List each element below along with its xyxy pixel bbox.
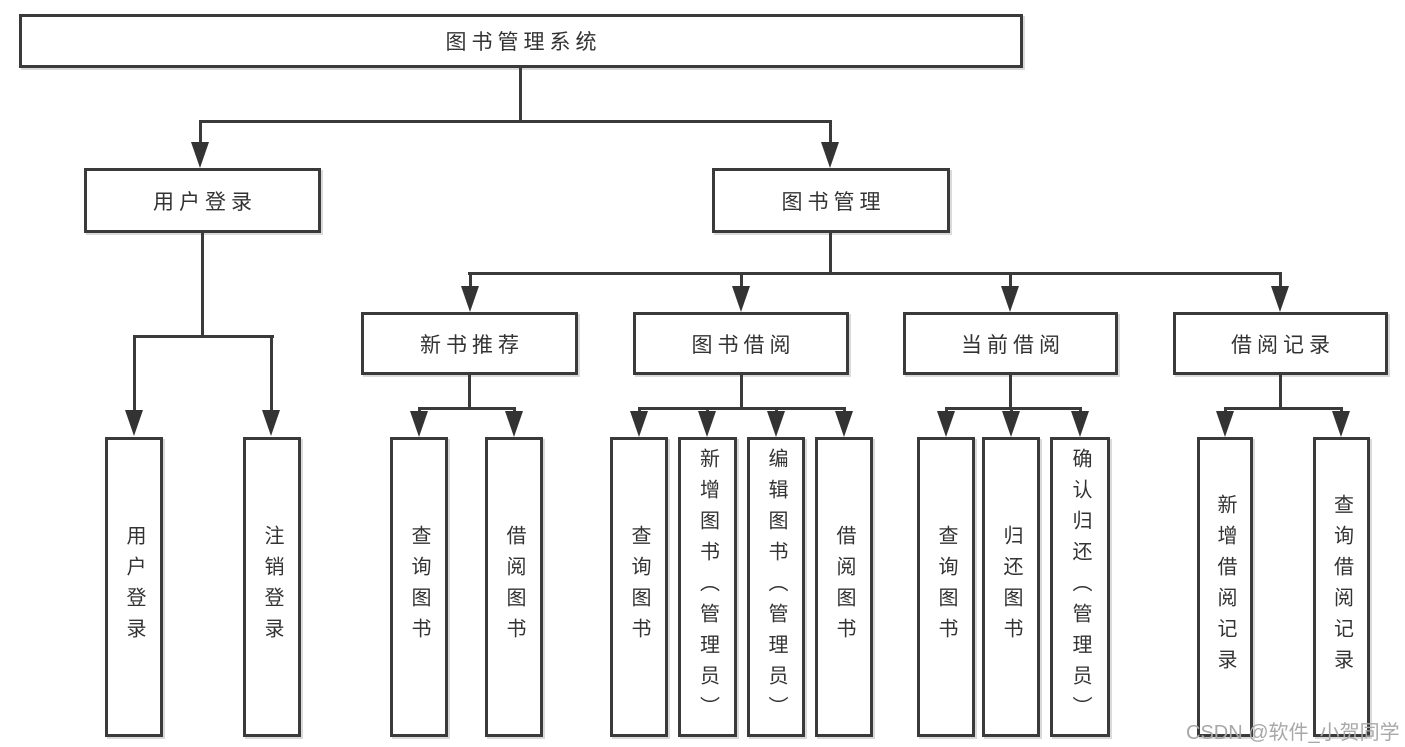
node-current-borrow-label: 当前借阅 [961, 333, 1065, 357]
node-borrow-records: 借阅记录 [1173, 312, 1388, 375]
arrow-down-icon [1001, 286, 1019, 312]
connector-line [945, 407, 1082, 410]
node-leaf-query-borrow-record: 查询借阅记录 [1313, 437, 1370, 737]
arrow-down-icon [937, 411, 955, 437]
connector-line [133, 335, 136, 412]
node-leaf-confirm-return-admin-label: 确认归还（管理员） [1069, 447, 1091, 727]
arrow-down-icon [1071, 411, 1089, 437]
connector-line [133, 335, 274, 338]
connector-line [270, 335, 273, 412]
arrow-down-icon [1271, 286, 1289, 312]
node-leaf-borrow-book-borrow: 借阅图书 [815, 437, 873, 737]
node-book-borrow-label: 图书借阅 [691, 333, 796, 357]
node-new-book-rec-label: 新书推荐 [420, 333, 524, 357]
arrow-down-icon [125, 410, 143, 436]
connector-line [199, 120, 202, 146]
arrow-down-icon [505, 411, 523, 437]
arrow-down-icon [1332, 411, 1350, 437]
node-root: 图书管理系统 [19, 14, 1023, 68]
node-root-label: 图书管理系统 [445, 31, 602, 54]
connector-line [638, 407, 846, 410]
watermark: CSDN @软件_小贺同学 [1186, 722, 1400, 744]
connector-line [468, 272, 1282, 275]
connector-line [418, 407, 516, 410]
node-leaf-query-book-borrow: 查询图书 [610, 437, 668, 737]
node-leaf-query-book-borrow-label: 查询图书 [628, 525, 650, 649]
connector-line [1279, 272, 1282, 288]
connector-line [1279, 375, 1282, 407]
connector-line [1009, 375, 1012, 407]
node-leaf-add-book-admin: 新增图书（管理员） [678, 437, 737, 737]
node-leaf-borrow-book-rec: 借阅图书 [485, 437, 543, 737]
arrow-down-icon [191, 142, 209, 168]
connector-line [1224, 407, 1343, 410]
node-leaf-query-book-rec: 查询图书 [390, 437, 448, 737]
arrow-down-icon [698, 411, 716, 437]
connector-line [468, 375, 471, 407]
node-leaf-user-login-label: 用户登录 [123, 525, 145, 649]
arrow-down-icon [262, 410, 280, 436]
node-leaf-query-book-current: 查询图书 [917, 437, 975, 737]
node-leaf-query-borrow-record-label: 查询借阅记录 [1330, 494, 1353, 680]
connector-line [469, 272, 472, 288]
arrow-down-icon [410, 411, 428, 437]
arrow-down-icon [767, 411, 785, 437]
connector-line [199, 120, 832, 123]
arrow-down-icon [835, 411, 853, 437]
node-leaf-borrow-book-rec-label: 借阅图书 [503, 525, 525, 649]
arrow-down-icon [461, 286, 479, 312]
node-leaf-logout-label: 注销登录 [261, 525, 283, 649]
node-leaf-logout: 注销登录 [243, 437, 301, 737]
node-current-borrow: 当前借阅 [903, 312, 1118, 375]
node-book-mgmt-label: 图书管理 [781, 190, 886, 214]
connector-line [740, 375, 743, 407]
connector-line [201, 233, 204, 335]
connector-line [519, 68, 522, 120]
node-leaf-edit-book-admin: 编辑图书（管理员） [747, 437, 805, 737]
node-leaf-query-book-current-label: 查询图书 [935, 525, 957, 649]
arrow-down-icon [1216, 411, 1234, 437]
node-new-book-rec: 新书推荐 [361, 312, 578, 375]
node-leaf-borrow-book-borrow-label: 借阅图书 [833, 525, 855, 649]
connector-line [740, 272, 743, 288]
node-leaf-query-book-rec-label: 查询图书 [408, 525, 430, 649]
node-leaf-return-book-label: 归还图书 [1000, 525, 1022, 649]
node-leaf-add-book-admin-label: 新增图书（管理员） [696, 447, 719, 727]
arrow-down-icon [732, 286, 750, 312]
connector-line [829, 233, 832, 272]
arrow-down-icon [630, 411, 648, 437]
node-leaf-confirm-return-admin: 确认归还（管理员） [1050, 437, 1110, 737]
node-borrow-records-label: 借阅记录 [1231, 333, 1335, 357]
node-book-borrow: 图书借阅 [633, 312, 849, 375]
connector-line [1009, 272, 1012, 288]
node-leaf-user-login: 用户登录 [105, 437, 163, 737]
node-leaf-add-borrow-record: 新增借阅记录 [1197, 437, 1253, 737]
node-book-mgmt: 图书管理 [712, 168, 950, 233]
node-leaf-edit-book-admin-label: 编辑图书（管理员） [765, 447, 787, 727]
node-user-login-label: 用户登录 [153, 190, 257, 214]
node-user-login: 用户登录 [84, 168, 321, 233]
arrow-down-icon [1002, 411, 1020, 437]
node-leaf-return-book: 归还图书 [982, 437, 1040, 737]
node-leaf-add-borrow-record-label: 新增借阅记录 [1214, 494, 1236, 680]
arrow-down-icon [821, 142, 839, 168]
connector-line [829, 120, 832, 146]
